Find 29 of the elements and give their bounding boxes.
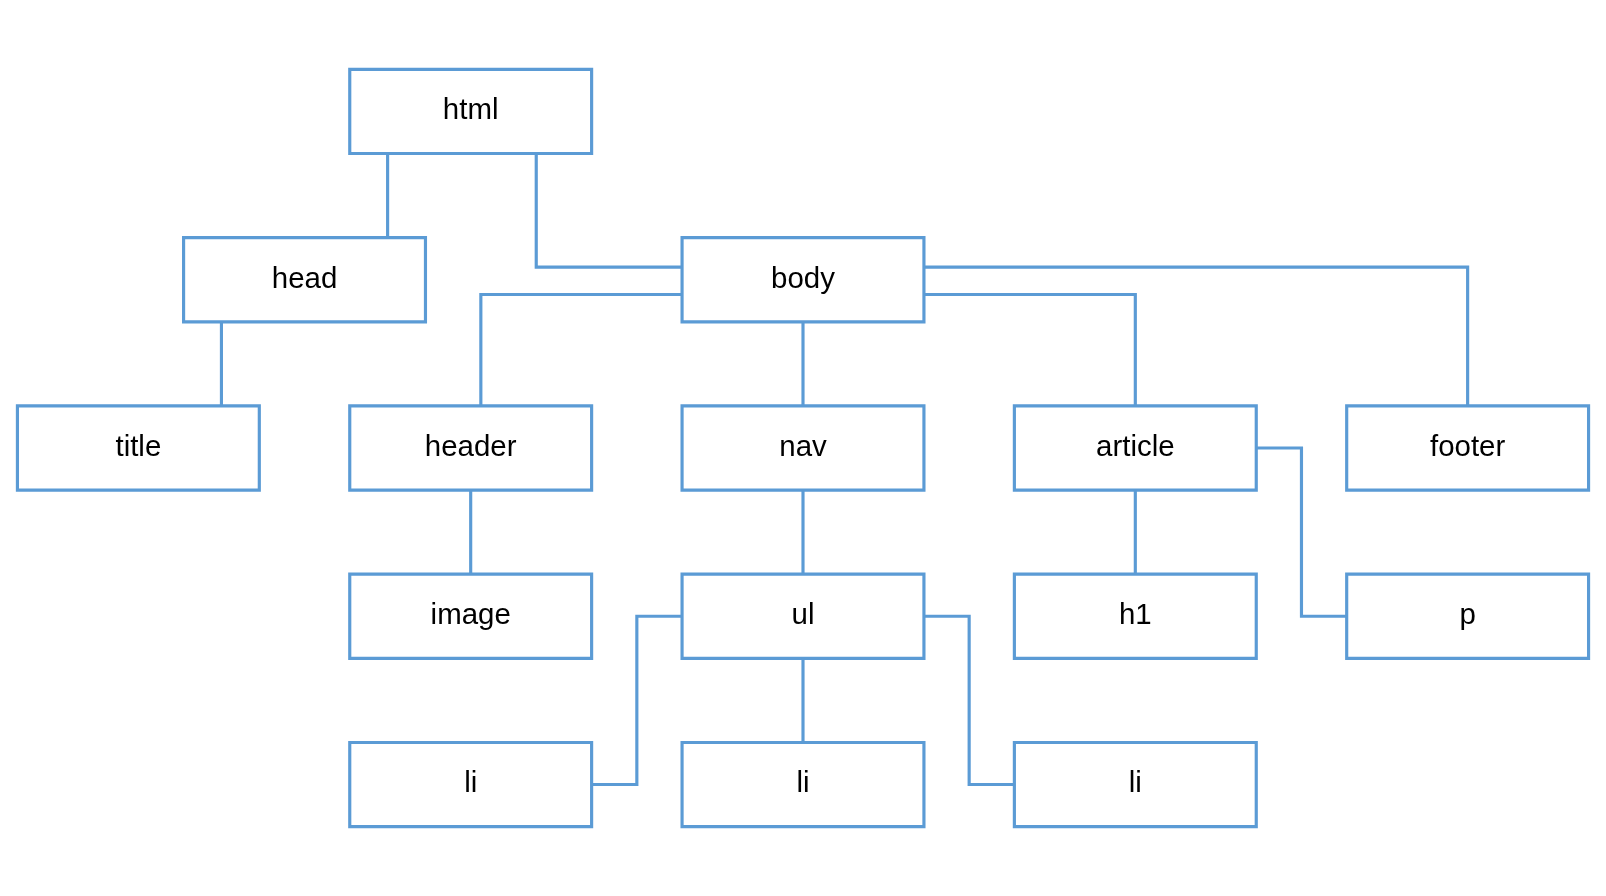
node-box: ul	[680, 572, 926, 660]
node-box: body	[680, 236, 926, 324]
connector	[924, 614, 1014, 787]
connector	[801, 322, 805, 406]
connector	[801, 490, 805, 574]
node-box: image	[348, 572, 594, 660]
connector	[1256, 446, 1346, 618]
connector	[534, 154, 682, 269]
connector	[924, 265, 1470, 406]
node-box: footer	[1345, 404, 1591, 492]
node-box: nav	[680, 404, 926, 492]
node-box: h1	[1012, 572, 1258, 660]
connector	[386, 153, 390, 238]
connector	[801, 658, 805, 743]
node-box: article	[1012, 404, 1258, 492]
node-box: li	[348, 740, 594, 829]
node-box: li	[680, 740, 926, 829]
connector	[469, 490, 473, 574]
node-box: title	[15, 404, 261, 492]
node-box: head	[182, 236, 428, 324]
connector	[479, 292, 682, 406]
node-box: html	[348, 67, 594, 156]
connector	[592, 614, 682, 787]
connector	[1133, 490, 1137, 574]
connector	[924, 292, 1137, 406]
node-box: li	[1012, 740, 1258, 829]
connector	[219, 322, 224, 406]
node-box: header	[348, 404, 594, 492]
node-box: p	[1345, 572, 1591, 660]
